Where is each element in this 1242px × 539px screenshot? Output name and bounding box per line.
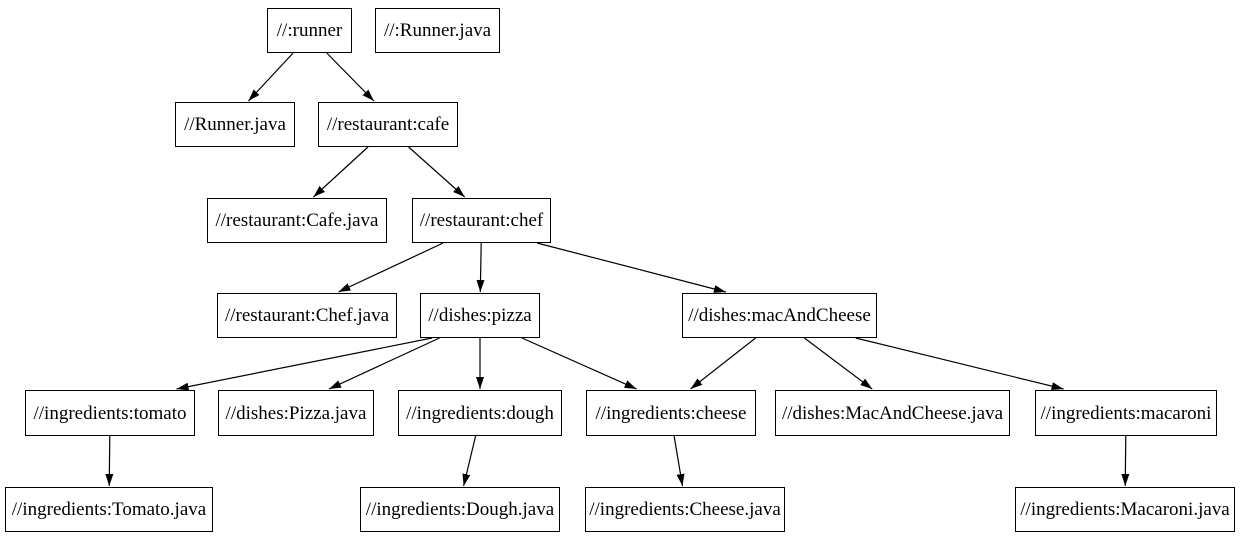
edge-cheese-to-cheese-java bbox=[673, 435, 685, 487]
edge-chef-to-pizza bbox=[476, 242, 485, 293]
node-label: //ingredients:Macaroni.java bbox=[1020, 499, 1230, 520]
graph-node-cheese-java: //ingredients:Cheese.java bbox=[585, 487, 785, 532]
node-label: //ingredients:tomato bbox=[33, 402, 187, 424]
edge-mac-and-cheese-to-cheese bbox=[690, 337, 756, 390]
edge-cafe-to-cafe-java bbox=[312, 146, 369, 198]
graph-node-dough-java: //ingredients:Dough.java bbox=[360, 487, 560, 532]
node-label: //ingredients:cheese bbox=[595, 402, 747, 424]
node-label: //restaurant:Cafe.java bbox=[215, 210, 379, 231]
node-label: //:Runner.java bbox=[383, 20, 492, 41]
node-label: //Runner.java bbox=[184, 114, 286, 135]
edge-tomato-to-tomato-java bbox=[105, 435, 114, 487]
graph-node-chef: //restaurant:chef bbox=[412, 198, 551, 243]
graph-node-macaroni: //ingredients:macaroni bbox=[1035, 390, 1217, 436]
graph-node-pizza-java: //dishes:Pizza.java bbox=[218, 390, 374, 436]
graph-node-dough: //ingredients:dough bbox=[398, 390, 562, 436]
node-label: //ingredients:macaroni bbox=[1040, 402, 1212, 424]
graph-node-tomato: //ingredients:tomato bbox=[25, 390, 195, 436]
edge-cafe-to-chef bbox=[408, 146, 466, 198]
edge-mac-and-cheese-to-macaroni bbox=[855, 337, 1064, 391]
node-label: //:runner bbox=[276, 20, 343, 41]
graph-node-tomato-java: //ingredients:Tomato.java bbox=[5, 487, 213, 532]
node-label: //dishes:MacAndCheese.java bbox=[781, 402, 1004, 424]
node-label: //restaurant:cafe bbox=[326, 114, 450, 135]
node-label: //ingredients:Dough.java bbox=[365, 499, 555, 520]
graph-node-mac-and-cheese: //dishes:macAndCheese bbox=[682, 293, 877, 338]
graph-node-cheese: //ingredients:cheese bbox=[586, 390, 756, 436]
edge-pizza-to-cheese bbox=[521, 337, 637, 390]
graph-node-pizza: //dishes:pizza bbox=[420, 293, 540, 338]
edge-pizza-to-tomato bbox=[176, 337, 433, 391]
graph-node-runner-java: //Runner.java bbox=[175, 102, 295, 147]
node-label: //dishes:macAndCheese bbox=[688, 305, 871, 326]
node-label: //dishes:Pizza.java bbox=[225, 402, 367, 424]
edge-macaroni-to-macaroni-java bbox=[1121, 435, 1130, 487]
node-label: //ingredients:Cheese.java bbox=[589, 499, 781, 520]
node-label: //dishes:pizza bbox=[428, 305, 532, 326]
graph-node-mac-and-cheese-java: //dishes:MacAndCheese.java bbox=[775, 390, 1010, 436]
graph-node-chef-java: //restaurant:Chef.java bbox=[217, 293, 397, 338]
graph-node-macaroni-java: //ingredients:Macaroni.java bbox=[1015, 487, 1235, 532]
edge-runner-to-runner-java bbox=[247, 52, 294, 102]
node-label: //restaurant:Chef.java bbox=[224, 305, 390, 326]
edge-chef-to-mac-and-cheese bbox=[536, 242, 727, 293]
edge-mac-and-cheese-to-mac-and-cheese-java bbox=[804, 337, 873, 390]
graph-node-cafe-java: //restaurant:Cafe.java bbox=[207, 198, 387, 243]
graph-node-root-runner-java: //:Runner.java bbox=[375, 8, 500, 53]
edge-dough-to-dough-java bbox=[462, 435, 477, 487]
edge-chef-to-chef-java bbox=[338, 242, 444, 293]
node-label: //ingredients:dough bbox=[406, 402, 554, 424]
node-label: //restaurant:chef bbox=[419, 210, 544, 231]
edge-pizza-to-pizza-java bbox=[328, 337, 440, 390]
graph-node-runner: //:runner bbox=[267, 8, 352, 53]
graph-node-cafe: //restaurant:cafe bbox=[318, 102, 458, 147]
node-label: //ingredients:Tomato.java bbox=[11, 499, 207, 520]
edge-runner-to-cafe bbox=[326, 52, 375, 102]
